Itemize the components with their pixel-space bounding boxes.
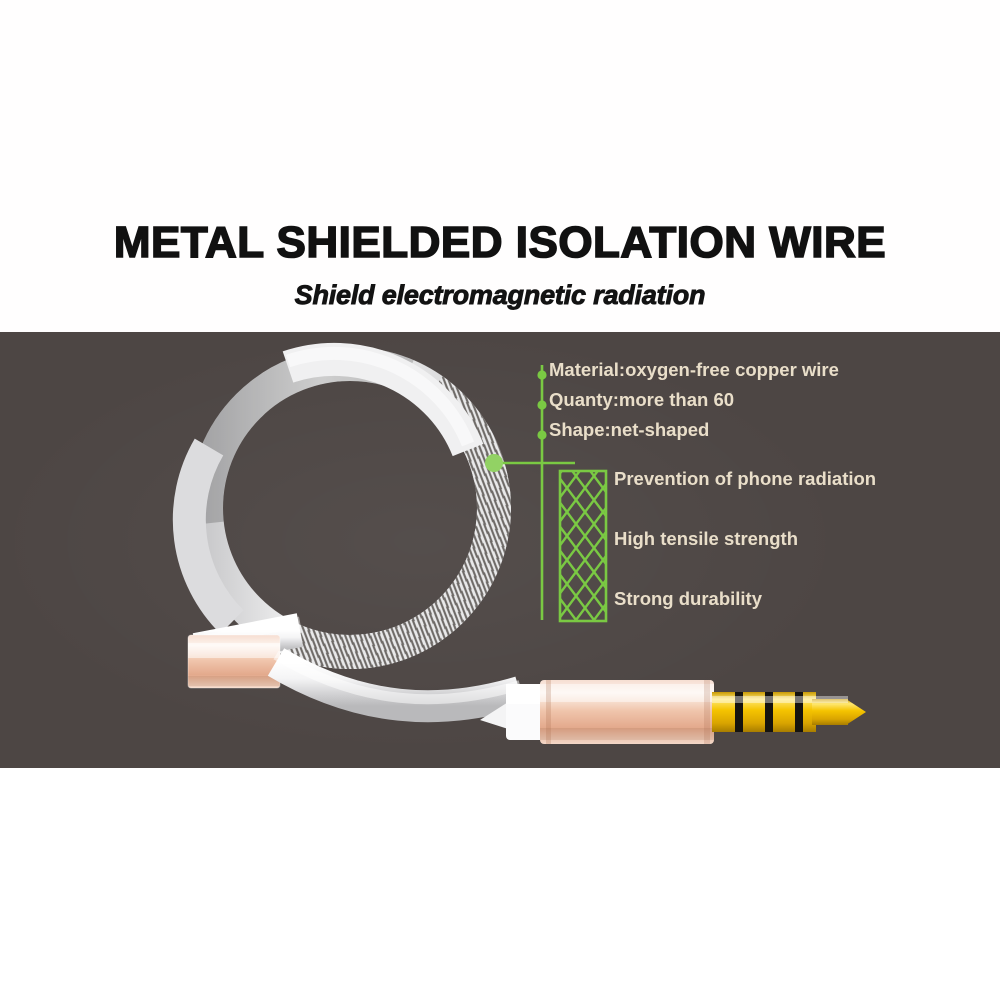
spec-item: Material:oxygen-free copper wire xyxy=(549,359,839,380)
page-title: METAL SHIELDED ISOLATION WIRE xyxy=(113,217,887,268)
spec-item: Quanty:more than 60 xyxy=(549,389,735,410)
spec-item: Shape:net-shaped xyxy=(549,419,710,440)
shield-marker-dot xyxy=(485,454,503,472)
product-image-panel: Material:oxygen-free copper wire Quanty:… xyxy=(0,332,1000,768)
cable-illustration xyxy=(172,342,866,744)
spec-label-list: Material:oxygen-free copper wire Quanty:… xyxy=(549,355,949,445)
cable-loop xyxy=(172,342,511,669)
feature-item: High tensile strength xyxy=(614,528,798,549)
header-band: METAL SHIELDED ISOLATION WIRE Shield ele… xyxy=(0,0,1000,332)
mesh-swatch xyxy=(558,469,608,623)
audio-plug-3p5mm xyxy=(480,680,866,744)
callout-overlay xyxy=(485,365,608,623)
spec-bullet xyxy=(537,400,547,410)
feature-item: Strong durability xyxy=(614,588,762,609)
spec-bullet xyxy=(537,430,547,440)
cable-run-to-plug xyxy=(267,648,525,723)
feature-label-list: Prevention of phone radiation High tensi… xyxy=(614,467,974,647)
feature-item: Prevention of phone radiation xyxy=(614,468,877,489)
spec-bullet xyxy=(537,370,547,380)
left-connector-ferrule xyxy=(187,634,281,689)
page-subtitle: Shield electromagnetic radiation xyxy=(294,280,706,311)
